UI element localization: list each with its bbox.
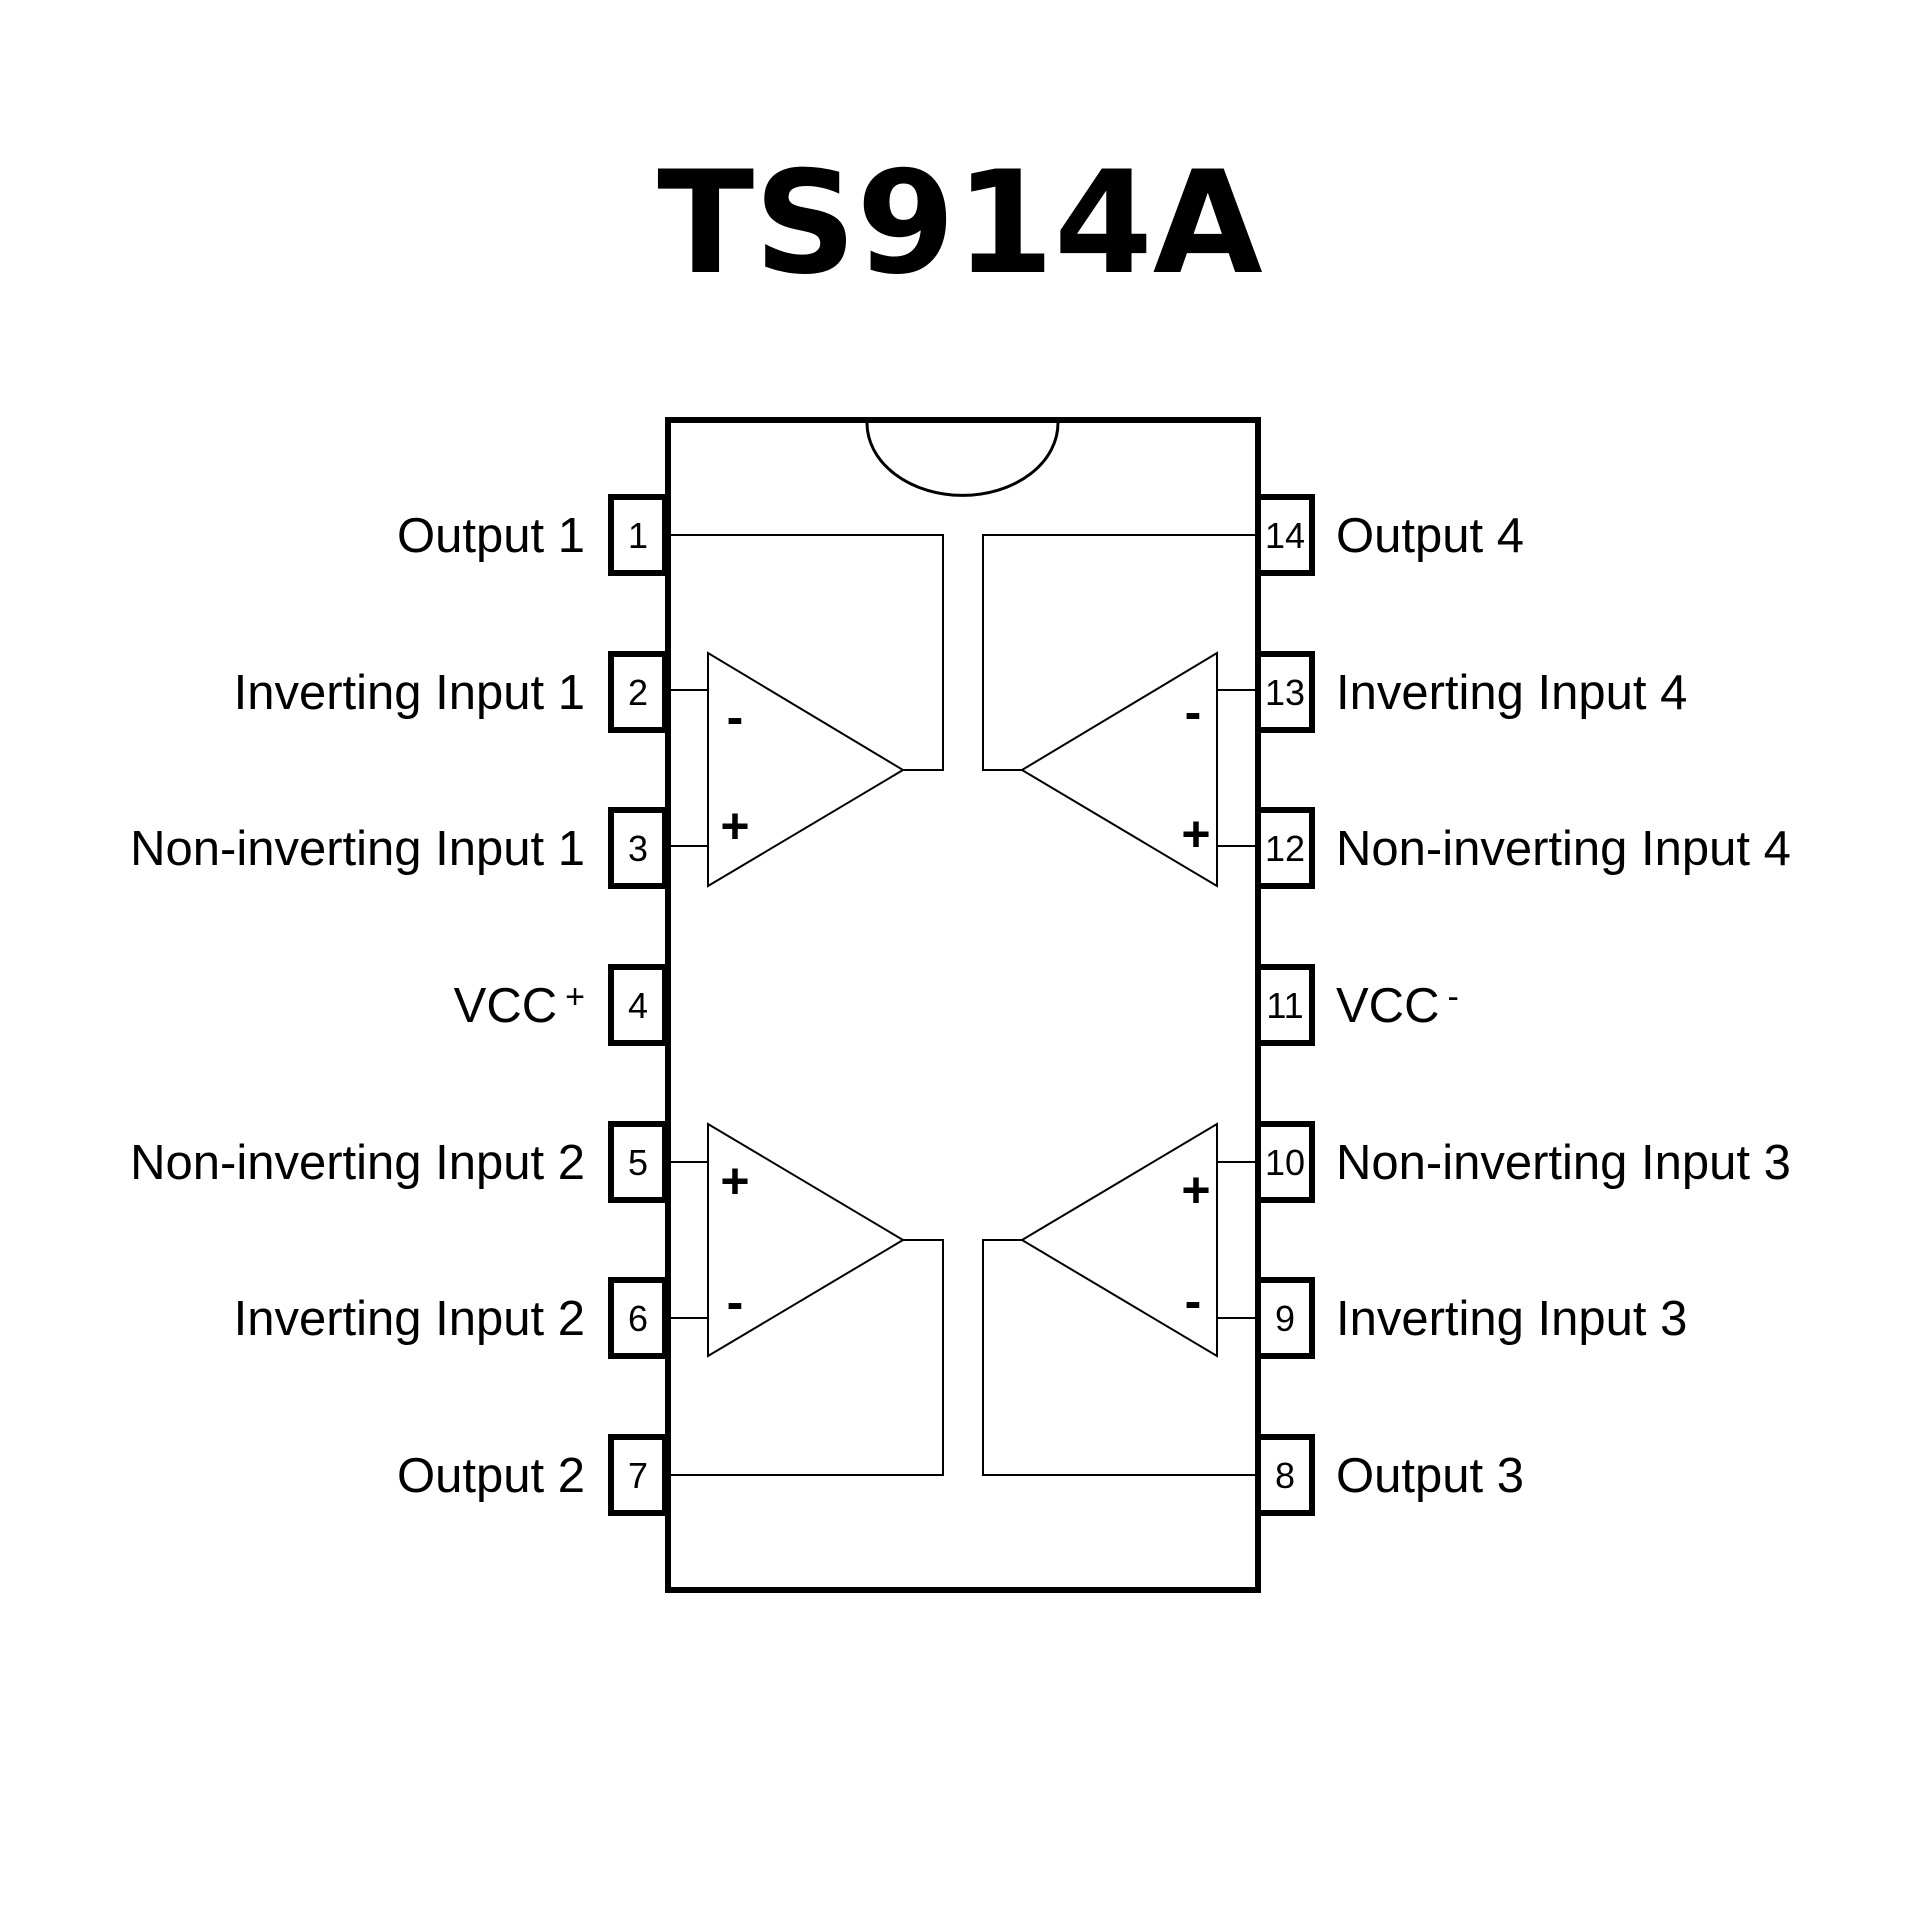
- pin-13-pad: [1255, 651, 1315, 733]
- pin-11-supply-polarity: -: [1447, 978, 1458, 1016]
- pin-14-pad: [1255, 494, 1315, 576]
- pin-7-number: 7: [628, 1455, 648, 1496]
- amp3-output-wire: [982, 1239, 1255, 1476]
- pin-8-pad: [1255, 1434, 1315, 1516]
- pin-12-label: Non-inverting Input 4: [1336, 822, 1791, 876]
- amp2-minus-sign: -: [727, 1274, 744, 1330]
- pin-7-label-text: Output 2: [397, 1449, 585, 1503]
- pin-10-label: Non-inverting Input 3: [1336, 1136, 1791, 1190]
- pin-5-label: Non-inverting Input 2: [130, 1136, 585, 1190]
- pin-12-label-text: Non-inverting Input 4: [1336, 822, 1791, 876]
- pin-4: 4 VCC+: [454, 964, 668, 1046]
- pin-1-pad: [608, 494, 668, 576]
- pin-2: 2 Inverting Input 1: [234, 651, 668, 733]
- op-amp-1-symbol: [707, 651, 905, 888]
- pin-9-label: Inverting Input 3: [1336, 1292, 1687, 1346]
- pin-14-label-text: Output 4: [1336, 509, 1524, 563]
- pin-6: 6 Inverting Input 2: [234, 1277, 668, 1359]
- pin-3: 3 Non-inverting Input 1: [130, 807, 668, 889]
- pin-10-label-text: Non-inverting Input 3: [1336, 1136, 1791, 1190]
- pin-9-label-text: Inverting Input 3: [1336, 1292, 1687, 1346]
- pin-8: 8 Output 3: [1255, 1434, 1524, 1516]
- pin-1-label-text: Output 1: [397, 509, 585, 563]
- pin-13: 13 Inverting Input 4: [1255, 651, 1687, 733]
- pin-10-number: 10: [1265, 1142, 1305, 1183]
- pin-12-pad: [1255, 807, 1315, 889]
- pin-7-label: Output 2: [397, 1449, 585, 1503]
- pin-4-label: VCC+: [454, 978, 585, 1033]
- pin-5-pad: [608, 1121, 668, 1203]
- op-amp-2-symbol: [707, 1122, 905, 1358]
- pin-13-number: 13: [1265, 672, 1305, 713]
- pin-3-number: 3: [628, 828, 648, 869]
- amp4-output-wire: [982, 534, 1255, 771]
- op-amp-4-symbol: [1020, 651, 1218, 888]
- pin-1: 1 Output 1: [397, 494, 668, 576]
- pin-10: 10 Non-inverting Input 3: [1255, 1121, 1791, 1203]
- pin-6-label: Inverting Input 2: [234, 1292, 585, 1346]
- chip-body: [665, 417, 1261, 1593]
- pin-8-label: Output 3: [1336, 1449, 1524, 1503]
- pin-4-number: 4: [628, 985, 648, 1026]
- pin-13-label-text: Inverting Input 4: [1336, 666, 1687, 720]
- pin-11-number: 11: [1266, 985, 1303, 1026]
- pin-8-number: 8: [1275, 1455, 1295, 1496]
- amp1-output-wire: [671, 534, 944, 771]
- pin-14: 14 Output 4: [1255, 494, 1524, 576]
- pin-4-supply-polarity: +: [565, 978, 585, 1016]
- pin-9: 9 Inverting Input 3: [1255, 1277, 1687, 1359]
- pin-12: 12 Non-inverting Input 4: [1255, 807, 1791, 889]
- pin-4-label-text: VCC: [454, 979, 557, 1033]
- pin-2-number: 2: [628, 672, 648, 713]
- pin-11-label: VCC-: [1336, 978, 1459, 1033]
- pin-8-label-text: Output 3: [1336, 1449, 1524, 1503]
- amp4-plus-sign: +: [1181, 806, 1210, 862]
- chip-notch: [865, 422, 1060, 497]
- pin-3-label-text: Non-inverting Input 1: [130, 822, 585, 876]
- pin-13-label: Inverting Input 4: [1336, 666, 1687, 720]
- pin-6-label-text: Inverting Input 2: [234, 1292, 585, 1346]
- pin-3-label: Non-inverting Input 1: [130, 822, 585, 876]
- pin-7-pad: [608, 1434, 668, 1516]
- pin-2-pad: [608, 651, 668, 733]
- amp1-minus-sign: -: [727, 689, 744, 745]
- pin-10-pad: [1255, 1121, 1315, 1203]
- amp1-plus-sign: +: [720, 798, 749, 854]
- pin-6-pad: [608, 1277, 668, 1359]
- amp3-plus-sign: +: [1181, 1162, 1210, 1218]
- pin-2-label: Inverting Input 1: [234, 666, 585, 720]
- pin-9-number: 9: [1275, 1298, 1295, 1339]
- pin-11-pad: [1255, 964, 1315, 1046]
- pin-1-number: 1: [628, 515, 648, 556]
- amp2-plus-sign: +: [720, 1153, 749, 1209]
- pin-6-number: 6: [628, 1298, 648, 1339]
- op-amp-3-symbol: [1020, 1122, 1218, 1358]
- amp4-minus-sign: -: [1185, 684, 1202, 740]
- pin-3-pad: [608, 807, 668, 889]
- pin-1-label: Output 1: [397, 509, 585, 563]
- chip-title: TS914A: [657, 141, 1263, 306]
- pin-5-number: 5: [628, 1142, 648, 1183]
- pin-4-pad: [608, 964, 668, 1046]
- amp3-minus-sign: -: [1185, 1273, 1202, 1329]
- pin-5-label-text: Non-inverting Input 2: [130, 1136, 585, 1190]
- pin-9-pad: [1255, 1277, 1315, 1359]
- pin-11-label-text: VCC: [1336, 979, 1439, 1033]
- pin-7: 7 Output 2: [397, 1434, 668, 1516]
- pin-11: 11 VCC-: [1255, 964, 1459, 1046]
- amp2-output-wire: [671, 1239, 944, 1476]
- pin-12-number: 12: [1265, 828, 1305, 869]
- pin-14-number: 14: [1265, 515, 1305, 556]
- internal-wiring: [671, 534, 1255, 1476]
- pin-2-label-text: Inverting Input 1: [234, 666, 585, 720]
- pin-5: 5 Non-inverting Input 2: [130, 1121, 668, 1203]
- pin-14-label: Output 4: [1336, 509, 1524, 563]
